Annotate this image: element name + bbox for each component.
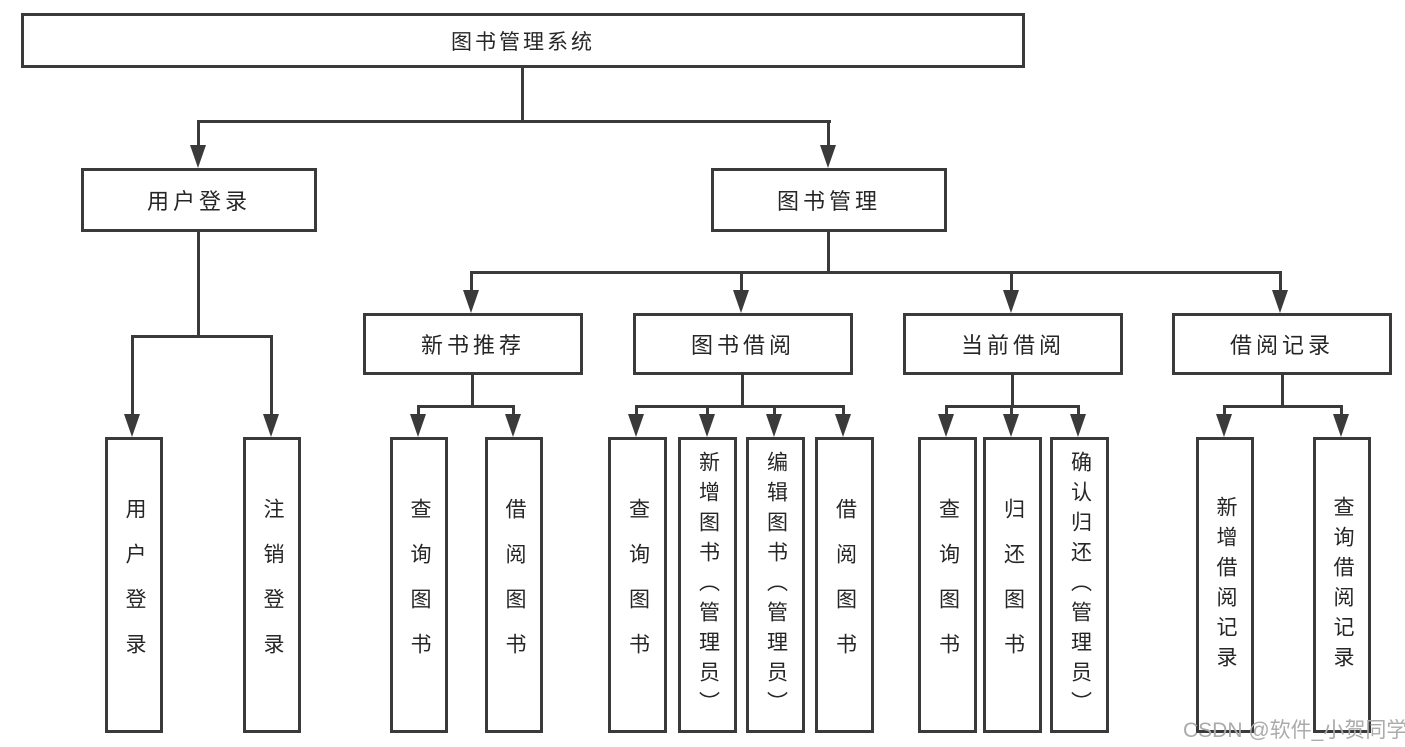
arrow-down-icon [628,414,644,437]
connector-line [417,405,515,408]
arrow-down-icon [1003,290,1019,313]
connector-line [773,405,776,417]
connector-line [521,68,524,120]
arrow-down-icon [410,414,426,437]
connector-line [512,405,515,417]
connector-line [1010,271,1013,293]
arrow-down-icon [1003,414,1019,437]
arrow-down-icon [938,414,954,437]
connector-line [197,120,200,150]
connector-line [741,375,744,405]
node-current-borrowing: 当前借阅 [903,313,1123,375]
arrow-down-icon [699,414,715,437]
node-borrowing-records: 借阅记录 [1172,313,1392,375]
node-library-management-system: 图书管理系统 [21,13,1025,68]
arrow-down-icon [1216,414,1232,437]
arrow-down-icon [505,414,521,437]
connector-line [827,232,830,271]
leaf-logout: 注销登录 [243,437,301,733]
connector-line [470,271,1282,274]
leaf-borrow-books-1: 借阅图书 [485,437,543,733]
leaf-add-books-admin: 新增图书（管理员） [678,437,737,733]
arrow-down-icon [263,414,279,437]
connector-line [635,405,638,417]
node-user-login: 用户登录 [81,168,317,232]
connector-line [1223,405,1343,408]
arrow-down-icon [1272,290,1288,313]
leaf-query-books-2: 查询图书 [608,437,667,733]
node-book-management: 图书管理 [711,168,947,232]
arrow-down-icon [463,290,479,313]
leaf-query-borrow-record: 查询借阅记录 [1313,437,1371,733]
arrow-down-icon [1070,414,1086,437]
arrow-down-icon [835,414,851,437]
node-book-borrowing: 图书借阅 [633,313,853,375]
node-new-book-recommendation: 新书推荐 [363,313,583,375]
connector-line [706,405,709,417]
connector-line [740,271,743,293]
connector-line [635,405,845,408]
leaf-add-borrow-record: 新增借阅记录 [1196,437,1254,733]
leaf-confirm-return-admin: 确认归还（管理员） [1050,437,1109,733]
connector-line [131,335,134,417]
connector-line [1279,271,1282,293]
arrow-down-icon [766,414,782,437]
connector-line [1281,375,1284,405]
connector-line [131,335,273,338]
leaf-edit-books-admin: 编辑图书（管理员） [746,437,805,733]
leaf-return-books: 归还图书 [983,437,1042,733]
csdn-watermark: CSDN @软件_小贺同学 [1183,719,1405,742]
leaf-user-login: 用户登录 [105,437,163,733]
connector-line [827,120,830,150]
connector-line [470,271,473,293]
arrow-down-icon [190,145,206,168]
connector-line [1010,405,1013,417]
connector-line [945,405,948,417]
leaf-borrow-books-2: 借阅图书 [815,437,874,733]
connector-line [417,405,420,417]
connector-line [1011,375,1014,405]
connector-line [1340,405,1343,417]
leaf-query-books-3: 查询图书 [918,437,977,733]
leaf-query-books-1: 查询图书 [390,437,448,733]
connector-line [270,335,273,417]
connector-line [842,405,845,417]
connector-line [471,375,474,405]
arrow-down-icon [733,290,749,313]
arrow-down-icon [820,145,836,168]
connector-line [197,232,200,335]
arrow-down-icon [124,414,140,437]
connector-line [197,120,831,123]
connector-line [1223,405,1226,417]
connector-line [1077,405,1080,417]
arrow-down-icon [1333,414,1349,437]
